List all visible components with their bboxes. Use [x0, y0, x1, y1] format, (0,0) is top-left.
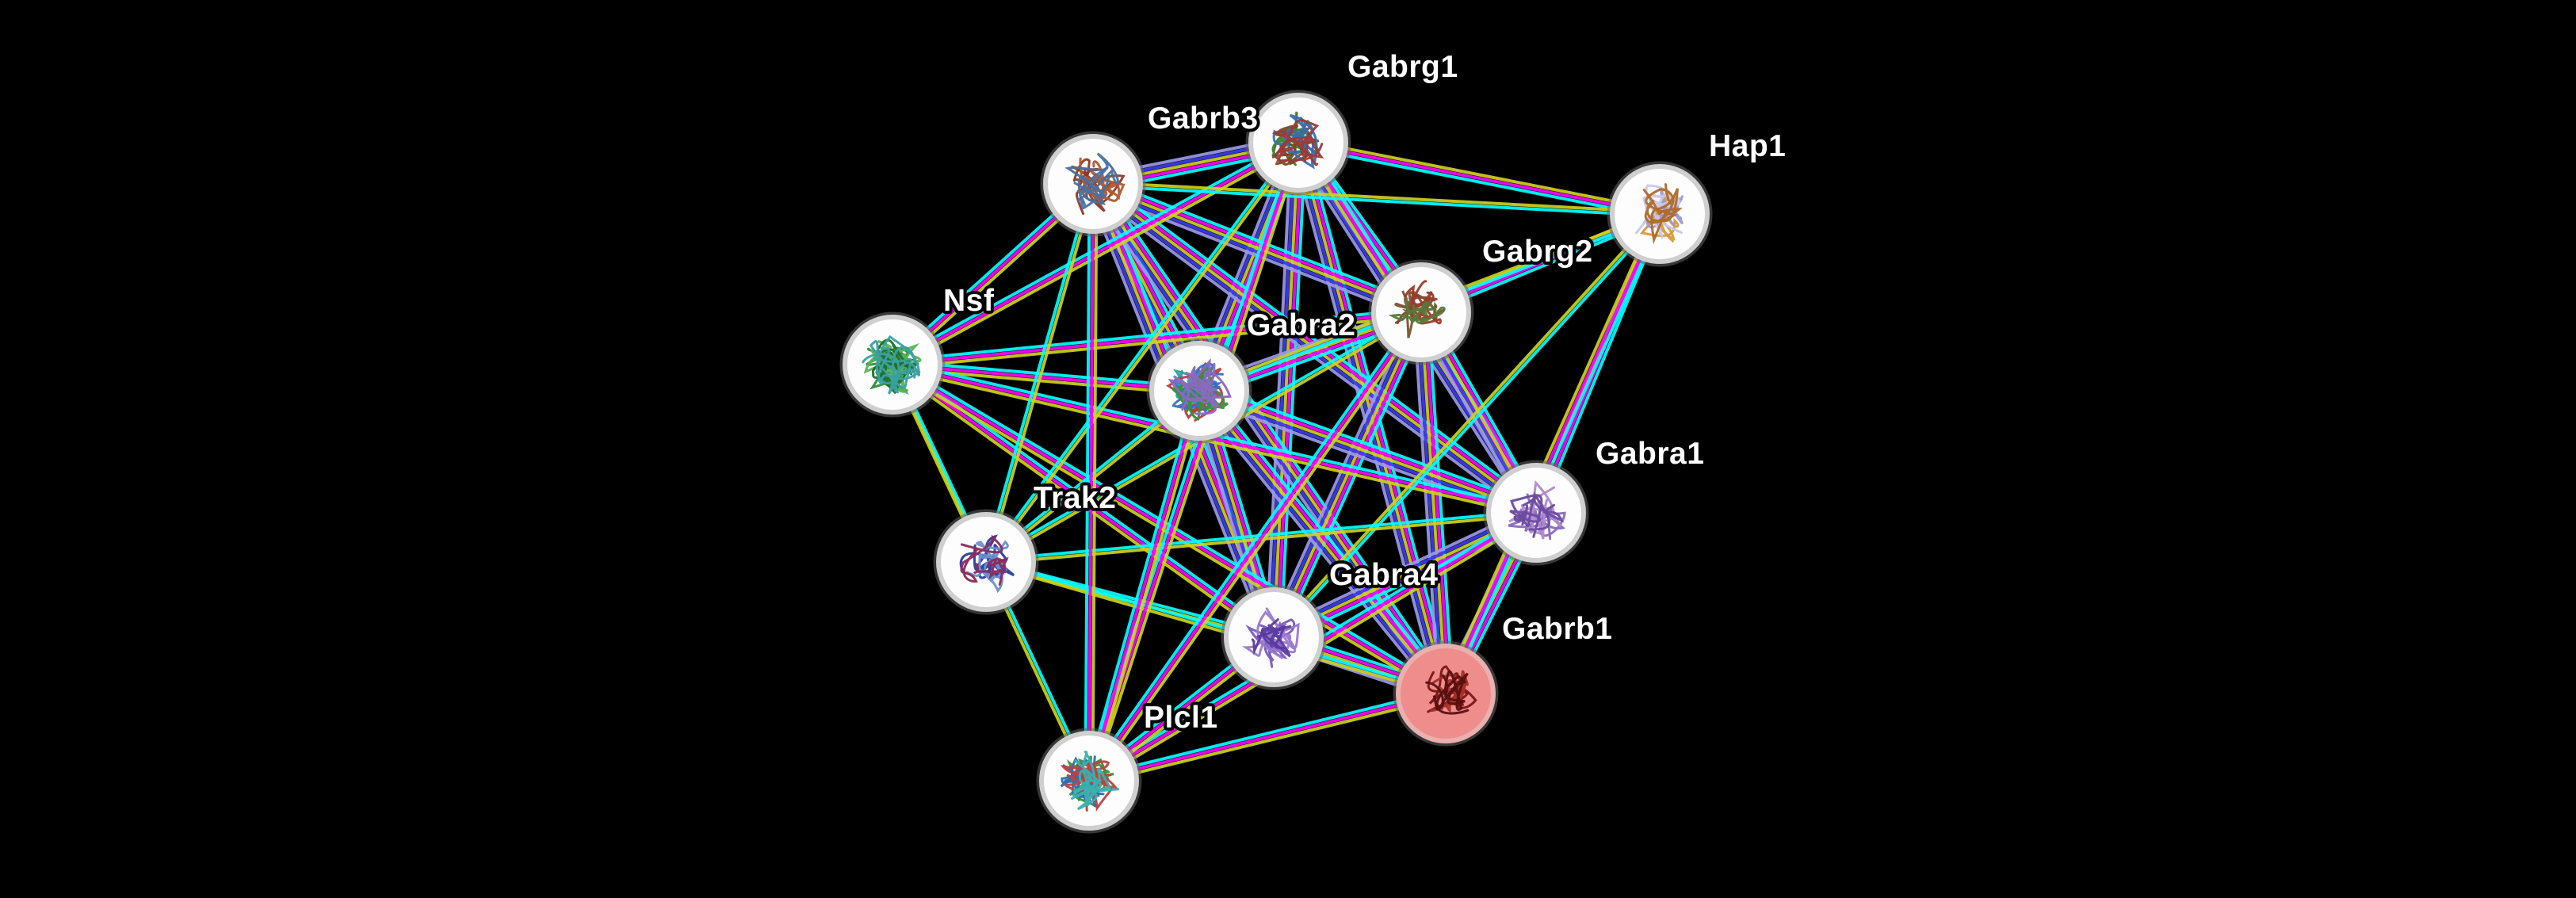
edge-Nsf-Gabrg2-experimentally-determined[interactable] — [892, 311, 1422, 366]
node-Nsf[interactable] — [839, 311, 946, 418]
edge-Gabrb3-Gabrg2-co-occurrence[interactable] — [1091, 185, 1421, 318]
node-label-Gabrg1: Gabrg1 — [1347, 50, 1458, 84]
protein-structure-thumbnail-Gabrg2 — [1388, 280, 1446, 338]
protein-structure-thumbnail-Nsf — [862, 334, 922, 396]
node-Hap1[interactable] — [1607, 161, 1713, 267]
node-Gabrg2[interactable] — [1368, 259, 1474, 365]
edge-Plcl1-Gabrb3-experimentally-determined[interactable] — [1087, 183, 1095, 781]
edge-Nsf-Gabrg2-textmining[interactable] — [892, 314, 1422, 370]
edge-Hap1-Gabrg1-experimentally-determined[interactable] — [1298, 141, 1661, 216]
protein-structure-thumbnail-Gabra2 — [1165, 357, 1232, 422]
edge-Plcl1-Gabrb1-curated-databases[interactable] — [1087, 688, 1446, 779]
edge-Trak2-Gabrb1-textmining[interactable] — [984, 562, 1446, 697]
edge-Plcl1-Gabrb3-curated-databases[interactable] — [1084, 183, 1091, 781]
node-label-Gabra2: Gabra2 — [1247, 308, 1355, 342]
edge-Plcl1-Gabrg2-curated-databases[interactable] — [1084, 309, 1420, 780]
edge-Hap1-Gabra4-textmining[interactable] — [1271, 212, 1660, 637]
edge-Trak2-Gabrb1-curated-databases[interactable] — [986, 558, 1447, 694]
edge-Hap1-Gabra4-curated-databases[interactable] — [1274, 214, 1663, 640]
edge-Hap1-Gabrb1-textmining[interactable] — [1441, 212, 1658, 693]
edge-Trak2-Gabrg1-curated-databases[interactable] — [983, 140, 1298, 562]
edge-Nsf-Gabra1-textmining[interactable] — [891, 366, 1536, 518]
edge-Gabrg1-Gabra4-textmining[interactable] — [1272, 142, 1300, 638]
node-label-Gabra1: Gabra1 — [1596, 437, 1704, 471]
node-Gabrb3[interactable] — [1040, 131, 1146, 237]
edge-Gabrg2-Gabrb1-experimentally-determined[interactable] — [1423, 311, 1451, 694]
protein-structure-thumbnail-Gabra1 — [1508, 480, 1566, 541]
protein-structure-thumbnail-Gabrg1 — [1271, 111, 1324, 170]
edge-Hap1-Gabrb1-curated-databases[interactable] — [1447, 215, 1664, 696]
node-Gabra4[interactable] — [1221, 584, 1327, 690]
edge-Hap1-Gabrg1-curated-databases[interactable] — [1297, 144, 1660, 220]
edge-Gabrb3-Gabrg2-experimentally-determined[interactable] — [1093, 178, 1424, 311]
edge-Gabrg2-Gabrb1-homology[interactable] — [1412, 312, 1441, 694]
edge-Trak2-Gabrb3-textmining[interactable] — [986, 184, 1097, 564]
edge-Gabrg1-Gabrb1-experimentally-determined[interactable] — [1300, 141, 1451, 694]
edge-Gabrg2-Gabrb1-co-occurrence[interactable] — [1416, 312, 1444, 694]
node-Gabrb1[interactable] — [1393, 640, 1499, 747]
edge-Gabrb3-Gabrg2-curated-databases[interactable] — [1095, 175, 1425, 308]
edge-Gabrb3-Gabrg2-textmining[interactable] — [1092, 182, 1422, 314]
edge-Gabrg1-Gabra4-homology[interactable] — [1265, 142, 1294, 637]
node-label-Plcl1: Plcl1 — [1144, 701, 1218, 735]
node-Trak2[interactable] — [933, 509, 1039, 615]
labels-layer: Gabrg1Gabrb3Hap1Gabrg2NsfGabra2Gabra1Tra… — [940, 47, 1789, 738]
edge-Gabrg1-Gabra4-curated-databases[interactable] — [1278, 143, 1307, 638]
edge-Plcl1-Gabrb1-experimentally-determined[interactable] — [1088, 692, 1447, 782]
edge-Plcl1-Gabrg1-textmining[interactable] — [1091, 143, 1304, 783]
protein-structure-thumbnail-Gabrb3 — [1064, 152, 1126, 216]
edge-Hap1-Gabrb3-textmining[interactable] — [1093, 180, 1661, 214]
edge-Plcl1-Gabrb3-textmining[interactable] — [1091, 184, 1099, 781]
edge-Plcl1-Gabra2-experimentally-determined[interactable] — [1087, 390, 1201, 781]
edge-Hap1-Gabrb1-experimentally-determined[interactable] — [1444, 213, 1661, 694]
node-label-Trak2: Trak2 — [1034, 481, 1116, 515]
edge-Plcl1-Gabrb1-textmining[interactable] — [1089, 695, 1447, 786]
edge-Hap1-Gabrb3-curated-databases[interactable] — [1092, 184, 1660, 218]
edge-Gabra2-Gabrb1-curated-databases[interactable] — [1203, 385, 1453, 690]
protein-structure-thumbnail-Hap1 — [1635, 183, 1684, 245]
node-Gabra2[interactable] — [1146, 338, 1252, 444]
edge-Gabrg2-Gabrb1-curated-databases[interactable] — [1426, 311, 1454, 694]
node-label-Hap1: Hap1 — [1709, 129, 1786, 163]
edge-Gabrg2-Gabrb1-textmining[interactable] — [1420, 311, 1447, 694]
edge-Nsf-Gabra4-experimentally-determined[interactable] — [891, 363, 1275, 639]
edge-Gabra2-Gabrb1-experimentally-determined[interactable] — [1200, 387, 1450, 693]
edge-Gabrg2-Gabra4-textmining[interactable] — [1272, 311, 1423, 638]
protein-structure-thumbnail-Plcl1 — [1060, 751, 1120, 812]
edge-Gabrb3-Gabrb1-experimentally-determined[interactable] — [1095, 181, 1450, 693]
edge-Gabrg2-Gabra4-curated-databases[interactable] — [1278, 314, 1430, 641]
node-label-Nsf: Nsf — [943, 284, 995, 318]
edge-Trak2-Gabrg1-textmining[interactable] — [986, 143, 1301, 564]
edge-Hap1-Gabrg1-textmining[interactable] — [1298, 137, 1661, 212]
edge-Plcl1-Gabra2-textmining[interactable] — [1091, 391, 1205, 782]
edge-Gabrg2-Gabra4-experimentally-determined[interactable] — [1275, 313, 1426, 640]
protein-structure-thumbnail-Trak2 — [959, 534, 1015, 594]
node-Plcl1[interactable] — [1036, 728, 1142, 834]
edge-Plcl1-Gabrg2-experimentally-determined[interactable] — [1087, 311, 1423, 782]
node-label-Gabra4: Gabra4 — [1329, 558, 1438, 592]
nodes-layer — [839, 90, 1713, 834]
node-label-Gabrb3: Gabrb3 — [1148, 101, 1259, 136]
edge-Plcl1-Gabrg2-textmining[interactable] — [1091, 313, 1426, 784]
node-Gabra1[interactable] — [1483, 460, 1589, 566]
protein-structure-thumbnail-Gabra4 — [1241, 607, 1300, 668]
node-Gabrg1[interactable] — [1245, 90, 1351, 196]
node-label-Gabrb1: Gabrb1 — [1502, 612, 1613, 646]
edge-Trak2-Gabrb3-curated-databases[interactable] — [982, 182, 1093, 562]
edge-Plcl1-Gabra2-curated-databases[interactable] — [1084, 389, 1198, 781]
protein-structure-thumbnail-Gabrb1 — [1425, 665, 1477, 715]
node-label-Gabrg2: Gabrg2 — [1482, 235, 1593, 269]
